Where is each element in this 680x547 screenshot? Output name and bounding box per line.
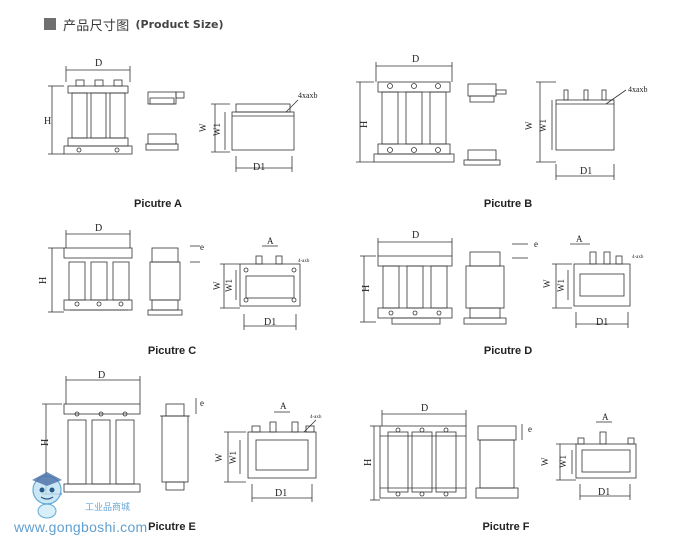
watermark-cn: 工业品商城 <box>85 503 131 513</box>
caption-picture-c: Picutre C <box>147 345 197 357</box>
dim-a-d1: D1 <box>253 162 265 173</box>
drawing-e-front-view <box>42 376 141 495</box>
drawing-e-side-view <box>160 398 197 491</box>
dim-f-w: W <box>540 457 550 466</box>
caption-picture-b: Picutre B <box>483 198 533 210</box>
drawing-b-side-view <box>463 83 507 166</box>
dim-a-h: H <box>44 116 51 127</box>
dim-e-holes: 4-axb <box>310 415 322 420</box>
section-header: 产品尺寸图 (Product Size) <box>44 16 224 34</box>
dim-c-holes: 4-axb <box>298 259 310 264</box>
dim-d-a: A <box>576 234 583 244</box>
dim-b-w1: W1 <box>538 119 548 132</box>
dim-b-holes: 4xaxb <box>628 85 648 94</box>
drawing-a: D H W W1 D1 4xaxb <box>44 58 318 173</box>
header-square-icon <box>44 18 56 30</box>
header-title: 产品尺寸图 <box>63 18 130 34</box>
caption-picture-d: Picutre D <box>483 345 533 357</box>
drawing-c-front-view <box>48 230 133 313</box>
dim-f-w1: W1 <box>558 455 568 468</box>
dim-c-e: e <box>200 242 204 252</box>
dim-a-d: D <box>95 58 102 69</box>
drawing-b-front-view <box>356 62 455 163</box>
dim-c-h: H <box>38 277 49 284</box>
dim-e-h: H <box>40 439 51 446</box>
dim-b-h: H <box>359 121 370 128</box>
drawing-a-top-view <box>211 99 299 172</box>
drawing-b: D H W W1 D1 4xaxb <box>356 54 648 180</box>
dim-c-d: D <box>95 223 102 234</box>
dim-f-d: D <box>421 403 428 414</box>
dim-f-a: A <box>602 412 609 422</box>
dim-f-d1: D1 <box>598 487 610 498</box>
dim-f-h: H <box>363 459 374 466</box>
drawing-d-side-view <box>463 243 528 325</box>
drawing-f-side-view <box>475 424 523 499</box>
dim-e-d1: D1 <box>275 488 287 499</box>
dim-f-e: e <box>528 424 532 434</box>
watermark-site: www.gongboshi.com <box>14 519 148 535</box>
drawing-f: D H e A W W1 D1 <box>363 403 637 501</box>
drawing-d: D H e A W W1 D1 4-axb <box>360 230 644 328</box>
drawing-d-front-view <box>360 238 453 325</box>
dim-e-w: W <box>214 453 224 462</box>
dim-d-d1: D1 <box>596 317 608 328</box>
dim-e-d: D <box>98 370 105 381</box>
dim-d-w: W <box>542 279 552 288</box>
dim-d-h: H <box>361 285 372 292</box>
dim-a-w1: W1 <box>212 123 222 136</box>
dim-d-e: e <box>534 239 538 249</box>
drawing-c: D H e A W W1 D1 4-axb <box>38 223 310 330</box>
dim-c-w1: W1 <box>224 279 234 292</box>
drawing-f-top-view <box>556 421 637 500</box>
dim-a-w: W <box>198 123 208 132</box>
drawing-a-side-view <box>145 91 185 151</box>
dim-b-d: D <box>412 54 419 65</box>
dim-a-holes: 4xaxb <box>298 91 318 100</box>
header-subtitle: (Product Size) <box>135 17 224 31</box>
dim-d-holes: 4-axb <box>632 255 644 260</box>
drawing-c-top-view <box>220 245 301 330</box>
caption-picture-a: Picutre A <box>134 198 182 210</box>
caption-picture-f: Picutre F <box>482 521 530 533</box>
dim-e-w1: W1 <box>228 451 238 464</box>
drawing-d-top-view <box>552 243 631 328</box>
dim-c-d1: D1 <box>264 317 276 328</box>
drawing-e: D H e A W W1 D1 4-axb <box>40 370 322 502</box>
dim-b-d1: D1 <box>580 166 592 177</box>
dim-c-a: A <box>267 236 274 246</box>
dim-d-d: D <box>412 230 419 241</box>
dim-d-w1: W1 <box>556 279 566 292</box>
drawing-f-front-view <box>370 410 467 501</box>
dim-e-a: A <box>280 401 287 411</box>
drawing-a-front-view <box>48 66 133 155</box>
dim-c-w: W <box>212 281 222 290</box>
dim-b-w: W <box>524 121 534 130</box>
drawing-e-top-view <box>224 411 317 502</box>
caption-picture-e: Picutre E <box>148 521 196 533</box>
drawing-c-side-view <box>147 245 200 316</box>
drawing-b-top-view <box>536 81 627 180</box>
mascot-watermark-icon <box>32 472 62 519</box>
dim-e-e: e <box>200 398 204 408</box>
